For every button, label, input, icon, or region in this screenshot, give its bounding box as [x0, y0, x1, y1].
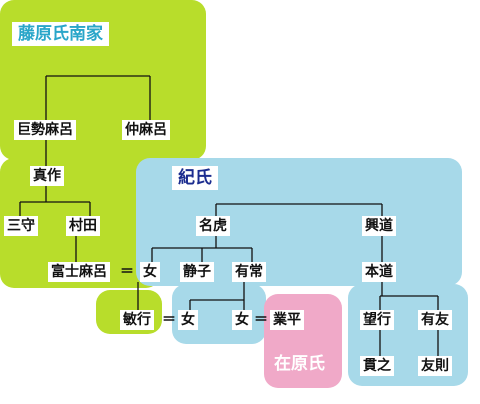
person-mochiyuki: 望行: [360, 310, 394, 330]
person-onna-1: 女: [140, 262, 160, 282]
person-onna-2: 女: [178, 310, 198, 330]
person-nakamaro: 仲麻呂: [122, 120, 170, 140]
person-aritomo: 有友: [418, 310, 452, 330]
marriage-mark-1: ＝: [120, 264, 134, 280]
person-okimichi: 興道: [362, 216, 396, 236]
person-mimori: 三守: [4, 216, 38, 236]
person-kosemaro: 巨勢麻呂: [14, 120, 76, 140]
ariwara-region: [264, 294, 342, 388]
person-narihira: 業平: [270, 310, 304, 330]
person-shizuko: 静子: [180, 262, 214, 282]
person-natora: 名虎: [196, 216, 230, 236]
person-murata: 村田: [66, 216, 100, 236]
person-motomichi: 本道: [362, 262, 396, 282]
person-toshiyuki: 敏行: [120, 310, 154, 330]
clan-title-fujiwara-nanke: 藤原氏南家: [12, 22, 109, 46]
marriage-mark-3: ＝: [254, 312, 268, 328]
person-fujimaro: 富士麻呂: [48, 262, 110, 282]
marriage-mark-2: ＝: [162, 312, 176, 328]
person-masatsukuri: 真作: [30, 166, 64, 186]
clan-title-ki: 紀氏: [172, 166, 218, 190]
clan-title-ariwara: 在原氏: [274, 354, 325, 374]
person-onna-3: 女: [232, 310, 252, 330]
person-aritsune: 有常: [232, 262, 266, 282]
person-tomonori: 友則: [418, 356, 452, 376]
person-tsurayuki: 貫之: [360, 356, 394, 376]
